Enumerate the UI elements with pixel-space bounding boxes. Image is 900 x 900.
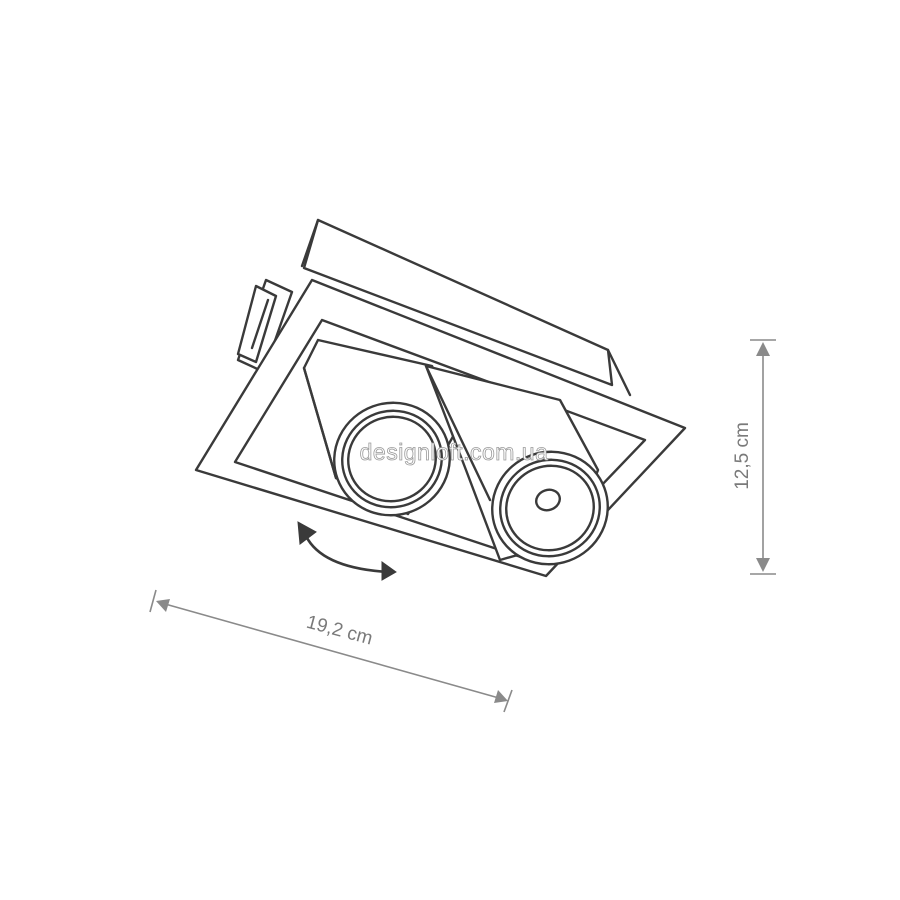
spotlight-right-lens (535, 488, 561, 512)
width-dimension-label: 19,2 cm (304, 612, 375, 650)
spotlight-left-reflector (347, 415, 437, 503)
housing-box (300, 218, 632, 397)
width-dimension (149, 589, 513, 713)
watermark-text: designloft.com.ua (360, 439, 549, 465)
spotlight-right (424, 364, 609, 566)
spotlight-left (302, 338, 460, 517)
rotation-arrow-icon (297, 521, 397, 581)
height-dimension (750, 339, 776, 575)
spotlight-fixture-drawing (194, 218, 687, 578)
height-dimension-label: 12,5 cm (732, 422, 753, 490)
